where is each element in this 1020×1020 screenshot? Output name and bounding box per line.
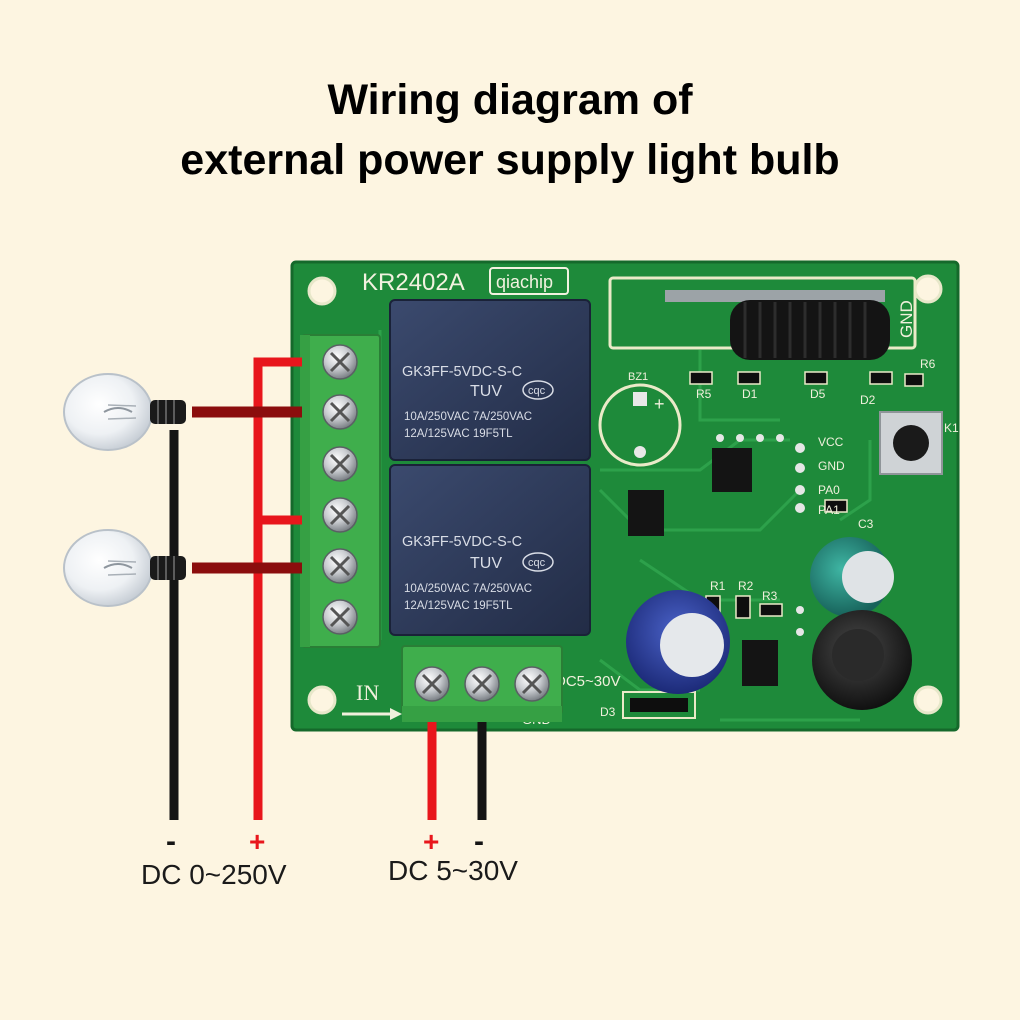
relay-bottom-cert: TUV [470,555,502,572]
screw-slot [329,401,351,423]
ic-chip [742,640,778,686]
vias [716,434,805,636]
smd-parts [689,371,924,619]
antenna-wire [665,290,885,302]
relay-top-rating-2: 12A/125VAC 19F5TL [404,428,513,440]
terminal-block-output [300,334,381,648]
board-brand: qiachip [496,272,553,292]
screw-slot [329,606,351,628]
silk-in-label: IN [356,680,379,705]
silk-r5: R5 [696,387,712,401]
relay-bottom-rating-2: 12A/125VAC 19F5TL [404,600,513,612]
screw-slot [329,351,351,373]
wire-positive-load-supply [253,357,302,820]
light-bulb-1 [63,373,186,451]
silk-r2: R2 [738,579,754,593]
learn-button [879,411,943,475]
diode-d3 [630,698,688,712]
silk-d3: D3 [600,705,616,719]
silk-input-range: DC5~30V [555,673,620,690]
relay-bottom: GK3FF-5VDC-S-C TUV cqc 10A/250VAC 7A/250… [389,464,591,636]
silk-d5: D5 [810,387,826,401]
capacitor-teal [810,537,894,617]
buzzer: BZ1 + [598,371,682,467]
silk-pa0: PA0 [818,483,840,497]
relay-top-cert: TUV [470,383,502,400]
silk-r1: R1 [710,579,726,593]
title-line-1: Wiring diagram of [327,76,693,124]
ic-chip [712,448,752,492]
screw-slot [329,555,351,577]
relay-top-cert-badge: cqc [528,385,546,397]
silk-r6: R6 [920,357,936,371]
silk-bz1-plus: + [654,394,665,414]
screw-slot [421,673,443,695]
in-arrow [342,708,402,720]
left-plus-sign: + [249,826,265,857]
screw-slot [329,504,351,526]
screw-slot [471,673,493,695]
silk-k1: K1 [944,421,959,435]
silk-d2: D2 [860,393,876,407]
silk-pa1: PA1 [818,503,840,517]
pcb-board: GND KR2402A qiachip GK3FF-5VDC-S-C TUV c… [290,260,960,732]
relay-bottom-rating-1: 10A/250VAC 7A/250VAC [404,583,532,595]
silk-gnd-antenna: GND [897,300,916,338]
silk-d1: D1 [742,387,758,401]
relay-top: GK3FF-5VDC-S-C TUV cqc 10A/250VAC 7A/250… [389,299,591,461]
left-minus-sign: - [166,825,176,858]
antenna-coil [730,300,890,360]
relay-top-model: GK3FF-5VDC-S-C [402,364,522,380]
capacitor-blue [626,590,730,694]
ic-chip [628,490,664,536]
terminal-screws [322,344,550,702]
mounting-hole [913,685,943,715]
title-line-2: external power supply light bulb [180,136,840,184]
right-supply-label: DC 5~30V [388,855,518,886]
relay-bottom-model: GK3FF-5VDC-S-C [402,534,522,550]
right-minus-sign: - [474,825,484,858]
relay-bottom-cert-badge: cqc [528,557,546,569]
silk-bz1: BZ1 [628,371,648,383]
silk-c3: C3 [858,517,874,531]
board-model: KR2402A [362,269,465,296]
relay-top-rating-1: 10A/250VAC 7A/250VAC [404,411,532,423]
mounting-hole [307,685,337,715]
mounting-hole [307,276,337,306]
right-plus-sign: + [423,826,439,857]
inductor [812,610,912,710]
left-supply-label: DC 0~250V [141,859,287,890]
screw-slot [521,673,543,695]
silk-r3: R3 [762,589,778,603]
diagram-title: Wiring diagram of external power supply … [0,70,1020,190]
silk-vcc: VCC [818,435,844,449]
light-bulb-2 [63,529,186,607]
screw-slot [329,453,351,475]
mounting-hole [913,274,943,304]
wires [169,357,487,820]
silk-gnd: GND [818,459,845,473]
